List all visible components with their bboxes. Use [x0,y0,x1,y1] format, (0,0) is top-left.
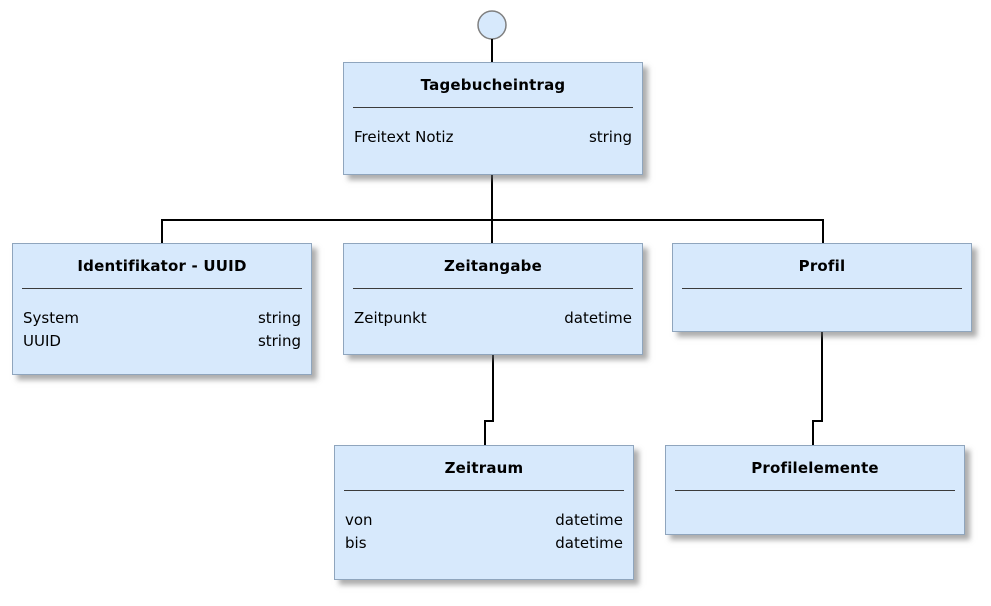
edge-zeitangabe-to-zeitraum [484,355,494,445]
node-title: Tagebucheintrag [420,76,566,94]
attribute-type: string [257,332,301,350]
attribute-type: string [257,309,301,327]
attribute-row: UUID string [23,330,301,353]
node-separator [353,107,633,108]
node-attributes [673,289,971,307]
attribute-name: UUID [23,332,61,350]
node-title: Identifikator - UUID [77,257,247,275]
node-title: Profil [798,257,846,275]
node-attributes [666,491,964,509]
attribute-type: datetime [564,309,632,327]
attribute-name: von [345,511,373,529]
node-title: Zeitangabe [444,257,542,275]
node-attributes: Freitext Notiz string [344,108,642,149]
node-attributes: von datetime bis datetime [335,491,633,555]
edge-profil-to-profilelemente [812,332,823,445]
node-zeitangabe[interactable]: Zeitangabe Zeitpunkt datetime [343,243,643,355]
attribute-row: Freitext Notiz string [354,126,632,149]
node-profilelemente[interactable]: Profilelemente [665,445,965,535]
attribute-name: Zeitpunkt [354,309,427,327]
node-separator [353,288,633,289]
attribute-type: datetime [555,511,623,529]
node-zeitraum[interactable]: Zeitraum von datetime bis datetime [334,445,634,580]
attribute-name: bis [345,534,367,552]
attribute-row: bis datetime [345,532,623,555]
node-identifikator-uuid[interactable]: Identifikator - UUID System string UUID … [12,243,312,375]
attribute-name: System [23,309,79,327]
attribute-row: von datetime [345,509,623,532]
node-separator [675,490,955,491]
node-title: Profilelemente [751,459,879,477]
node-title: Zeitraum [444,459,524,477]
node-separator [344,490,624,491]
node-profil[interactable]: Profil [672,243,972,332]
attribute-row: System string [23,307,301,330]
node-attributes: System string UUID string [13,289,311,353]
node-separator [682,288,962,289]
node-tagebucheintrag[interactable]: Tagebucheintrag Freitext Notiz string [343,62,643,175]
node-attributes: Zeitpunkt datetime [344,289,642,330]
attribute-row: Zeitpunkt datetime [354,307,632,330]
attribute-type: datetime [555,534,623,552]
attribute-type: string [588,128,632,146]
start-circle-icon[interactable] [477,10,507,40]
attribute-name: Freitext Notiz [354,128,454,146]
node-separator [22,288,302,289]
